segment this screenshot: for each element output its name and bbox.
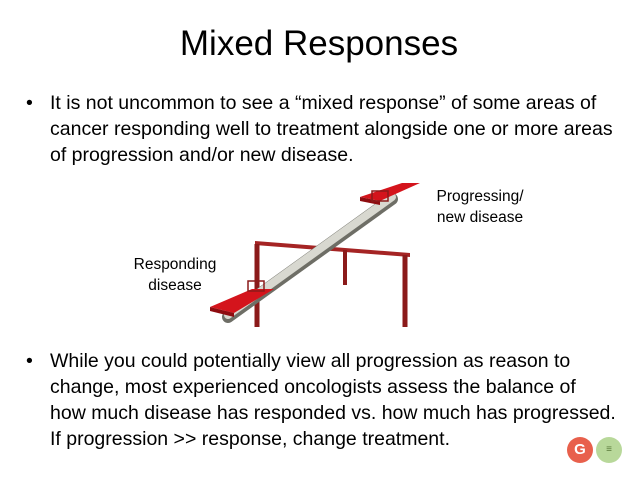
- seesaw-seat-progressing: [360, 183, 420, 205]
- bullet-marker: •: [26, 350, 33, 372]
- g-logo-icon[interactable]: G: [567, 437, 593, 463]
- bullet-text-1: It is not uncommon to see a “mixed respo…: [50, 92, 613, 166]
- slide-title: Mixed Responses: [179, 24, 459, 63]
- seesaw-seat-responding: [210, 280, 274, 317]
- label-progressing-line2: new disease: [436, 209, 524, 226]
- label-responding: Responding disease: [123, 254, 227, 296]
- menu-logo-icon[interactable]: ≡: [596, 437, 622, 463]
- label-progressing: Progressing/ new disease: [430, 186, 530, 228]
- bullet-text-2: While you could potentially view all pro…: [50, 350, 616, 450]
- bullet-marker: •: [26, 92, 33, 114]
- label-progressing-line1: Progressing/: [436, 188, 524, 205]
- bullet-item-1: • It is not uncommon to see a “mixed res…: [26, 90, 616, 168]
- seesaw-illustration: [210, 183, 420, 327]
- bullet-item-2: • While you could potentially view all p…: [26, 348, 616, 452]
- label-responding-line1: Responding: [133, 256, 217, 273]
- label-responding-line2: disease: [148, 277, 202, 294]
